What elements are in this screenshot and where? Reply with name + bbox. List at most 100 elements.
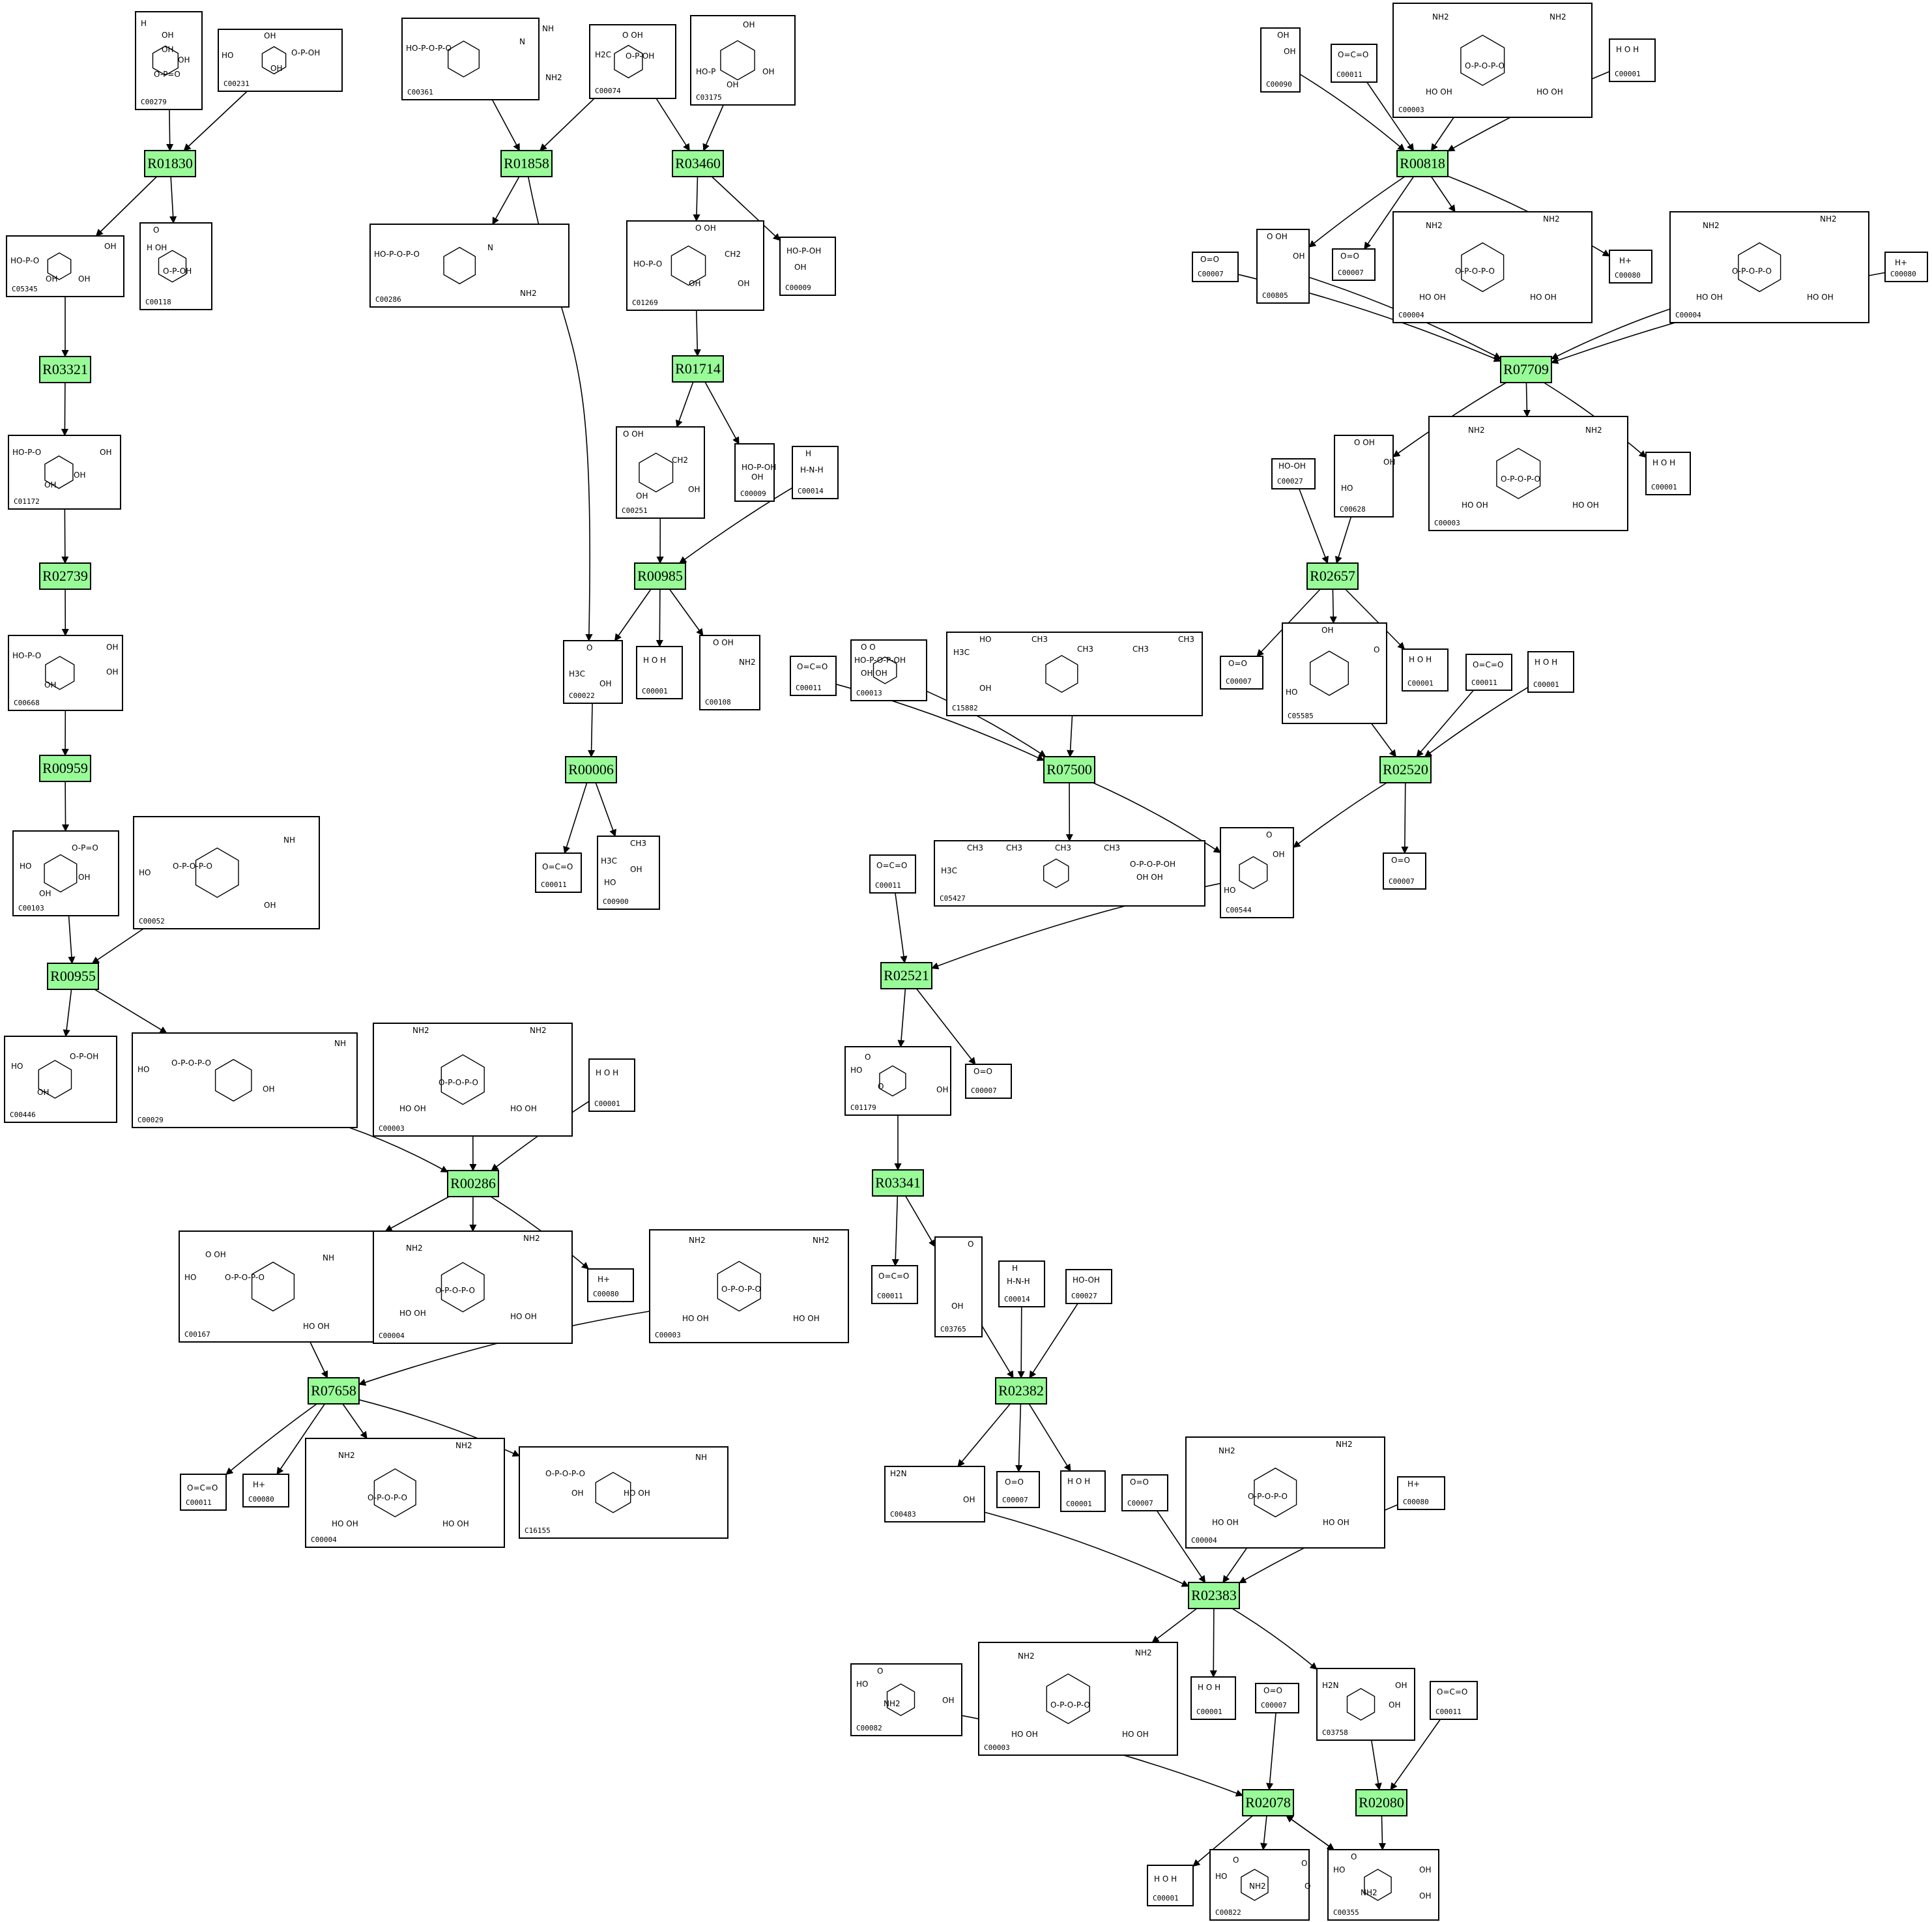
reaction-node[interactable]: R07709	[1500, 356, 1552, 383]
reaction-node[interactable]: R02520	[1379, 756, 1432, 783]
reaction-node[interactable]: R00959	[39, 755, 91, 782]
reaction-node[interactable]: R07658	[308, 1377, 360, 1405]
compound-node[interactable]: H+C00080	[587, 1268, 634, 1302]
reaction-node[interactable]: R00955	[47, 963, 99, 990]
compound-node[interactable]: H+C00080	[1397, 1476, 1445, 1510]
reaction-node[interactable]: R00985	[634, 562, 686, 590]
reaction-node[interactable]: R02078	[1242, 1789, 1294, 1816]
reaction-node[interactable]: R03321	[39, 356, 91, 383]
reaction-node[interactable]: R00286	[447, 1170, 499, 1197]
compound-node[interactable]: H+C00080	[1884, 252, 1928, 282]
reaction-node[interactable]: R01858	[500, 150, 553, 177]
compound-node[interactable]: H+C00080	[1609, 250, 1652, 284]
reaction-node[interactable]: R00006	[565, 756, 617, 783]
reaction-node[interactable]: R03460	[672, 150, 724, 177]
reaction-node[interactable]: R03341	[872, 1169, 924, 1197]
compound-node[interactable]: H+C00080	[242, 1474, 289, 1507]
reaction-node[interactable]: R02657	[1306, 562, 1359, 590]
reaction-node[interactable]: R02739	[39, 562, 91, 590]
reaction-node[interactable]: R07500	[1043, 756, 1095, 783]
reaction-node[interactable]: R01714	[672, 355, 724, 383]
reaction-node[interactable]: R02383	[1188, 1582, 1240, 1609]
reaction-node[interactable]: R00818	[1396, 150, 1449, 177]
reaction-node[interactable]: R01830	[144, 150, 196, 177]
reaction-node[interactable]: R02521	[880, 962, 932, 989]
